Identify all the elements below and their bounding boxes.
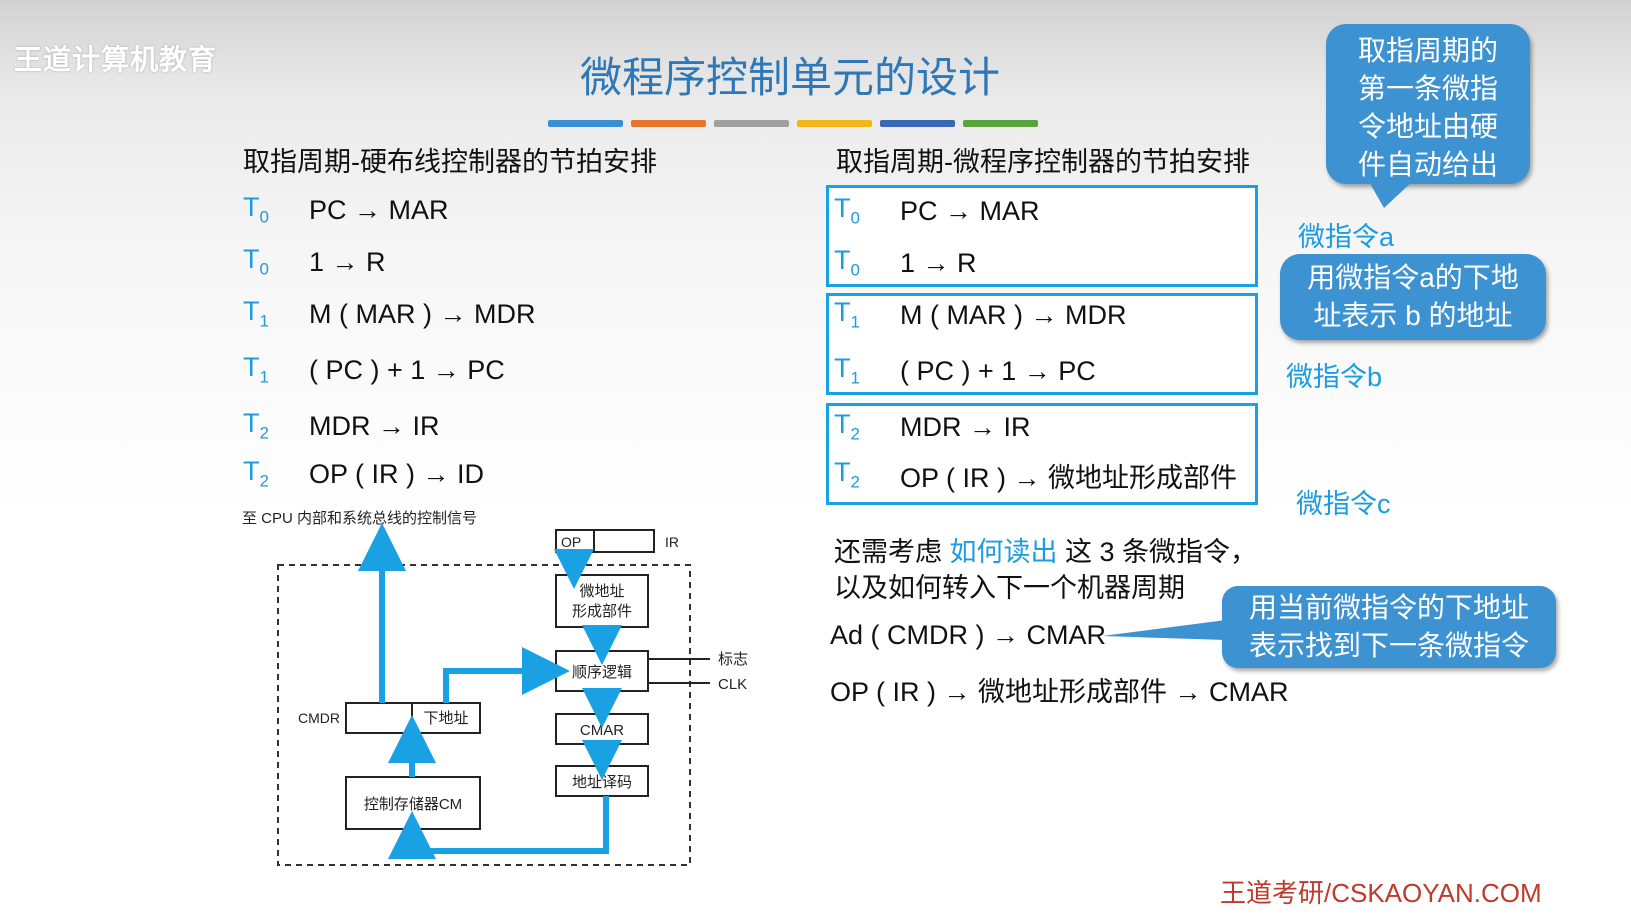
title-bar-segment-1 [548,120,623,127]
next-address-label: 下地址 [423,710,468,727]
right-step-row: T2 MDR → IR [834,407,1031,447]
note-line-3: Ad ( CMDR ) → CMAR [830,620,1106,650]
time-symbol: T2 [834,457,860,492]
note-highlight: 如何读出 [949,537,1058,567]
clk-label: CLK [718,676,747,693]
left-step-row: T1 ( PC ) + 1 → PC [243,350,505,390]
left-step-row: T0 1 → R [243,242,386,282]
step-operation: M ( MAR ) → MDR [309,298,536,329]
callout-line: 址表示 b 的地址 [1313,300,1513,331]
ir-register-box [593,529,655,553]
micro-instruction-b-box [826,293,1258,395]
ir-label: IR [665,534,679,550]
note-text: 这 3 条微指令， [1057,537,1258,567]
callout-line: 表示找到下一条微指令 [1248,630,1529,661]
title-bar-segment-6 [963,120,1038,127]
left-step-row: T2 OP ( IR ) → ID [243,454,484,494]
brand-logo-text: 王道计算机教育 [14,44,218,75]
time-symbol: T2 [243,456,269,491]
sequence-logic-label: 顺序逻辑 [572,664,632,681]
microprogram-controller-diagram: 至 CPU 内部和系统总线的控制信号 OP IR 微地址 形成部件 顺序逻辑 标… [242,510,748,866]
time-symbol: T2 [834,409,860,444]
time-symbol: T1 [243,296,269,331]
step-operation: MDR → IR [309,410,440,441]
step-operation: PC → MAR [900,195,1040,226]
left-heading: 取指周期-硬布线控制器的节拍安排 [243,147,657,177]
step-operation: PC → MAR [309,194,449,225]
title-bar-segment-5 [880,120,955,127]
callout-line: 件自动给出 [1357,149,1498,180]
left-step-row: T1 M ( MAR ) → MDR [243,294,535,334]
step-operation: ( PC ) + 1 → PC [309,354,505,385]
cmar-label: CMAR [580,722,624,739]
time-symbol: T0 [243,192,269,227]
step-operation: ( PC ) + 1 → PC [900,355,1096,386]
note-line-2: 以及如何转入下一个机器周期 [834,573,1185,603]
callout-line: 取指周期的 [1357,35,1498,66]
callout-line: 用当前微指令的下地址 [1248,592,1529,623]
right-heading: 取指周期-微程序控制器的节拍安排 [836,147,1250,177]
next-address-to-sequence-arrow [443,647,570,703]
time-symbol: T0 [243,244,269,279]
controller-boundary [277,564,691,866]
time-symbol: T1 [243,352,269,387]
address-decoder-label: 地址译码 [572,774,632,791]
micro-instruction-c-label: 微指令c [1296,489,1391,519]
step-operation: MDR → IR [900,411,1031,442]
left-step-row: T0 PC → MAR [243,190,449,230]
cmdr-control-field-box [345,702,413,734]
step-operation: OP ( IR ) → 微地址形成部件 [900,462,1238,493]
right-step-row: T0 1 → R [834,243,977,283]
step-operation: 1 → R [309,246,386,277]
title-bar-segment-2 [631,120,706,127]
callout-pointer [1102,620,1226,640]
step-operation: M ( MAR ) → MDR [900,299,1127,330]
footer-brand: 王道考研/CSKAOYAN.COM [1220,878,1542,908]
callout-next-micro-instruction: 用当前微指令的下地址 表示找到下一条微指令 [1222,586,1556,668]
control-store-label: 控制存储器CM [364,796,462,813]
right-step-row: T2 OP ( IR ) → 微地址形成部件 [834,455,1237,495]
callout-line: 用微指令a的下地 [1307,262,1519,293]
time-symbol: T0 [834,193,860,228]
title-bar-segment-4 [797,120,872,127]
time-symbol: T1 [834,353,860,388]
micro-instruction-a-label: 微指令a [1298,222,1395,252]
callout-line: 令地址由硬 [1357,111,1498,142]
callout-first-micro-address: 取指周期的 第一条微指 令地址由硬 件自动给出 [1326,24,1530,184]
micro-instruction-b-label: 微指令b [1286,362,1383,392]
note-line-1: 还需考虑 如何读出 这 3 条微指令， [834,530,1257,569]
micro-address-generator-line2: 形成部件 [572,603,632,620]
cmdr-label: CMDR [298,710,340,726]
title-bar-segment-3 [714,120,789,127]
control-signal-label: 至 CPU 内部和系统总线的控制信号 [242,510,477,527]
micro-instruction-a-box [826,185,1258,287]
step-operation: 1 → R [900,247,977,278]
callout-pointer [1368,180,1414,208]
micro-instruction-c-box [826,403,1258,505]
title-color-bar [548,120,1038,127]
callout-line: 第一条微指 [1357,73,1498,104]
right-step-row: T1 ( PC ) + 1 → PC [834,351,1096,391]
op-label: OP [561,534,581,550]
micro-address-generator-line1: 微地址 [579,583,624,600]
step-operation: OP ( IR ) → ID [309,458,485,489]
right-step-row: T0 PC → MAR [834,191,1040,231]
flag-label: 标志 [718,651,748,668]
right-step-row: T1 M ( MAR ) → MDR [834,295,1126,335]
page-title: 微程序控制单元的设计 [579,54,1000,101]
decoder-to-store-arrow [388,796,609,859]
left-step-row: T2 MDR → IR [243,406,440,446]
note-text: 还需考虑 [834,537,950,567]
time-symbol: T0 [834,245,860,280]
time-symbol: T2 [243,408,269,443]
time-symbol: T1 [834,297,860,332]
note-line-4: OP ( IR ) → 微地址形成部件 → CMAR [830,677,1289,707]
callout-next-address-b: 用微指令a的下地 址表示 b 的地址 [1280,254,1546,340]
